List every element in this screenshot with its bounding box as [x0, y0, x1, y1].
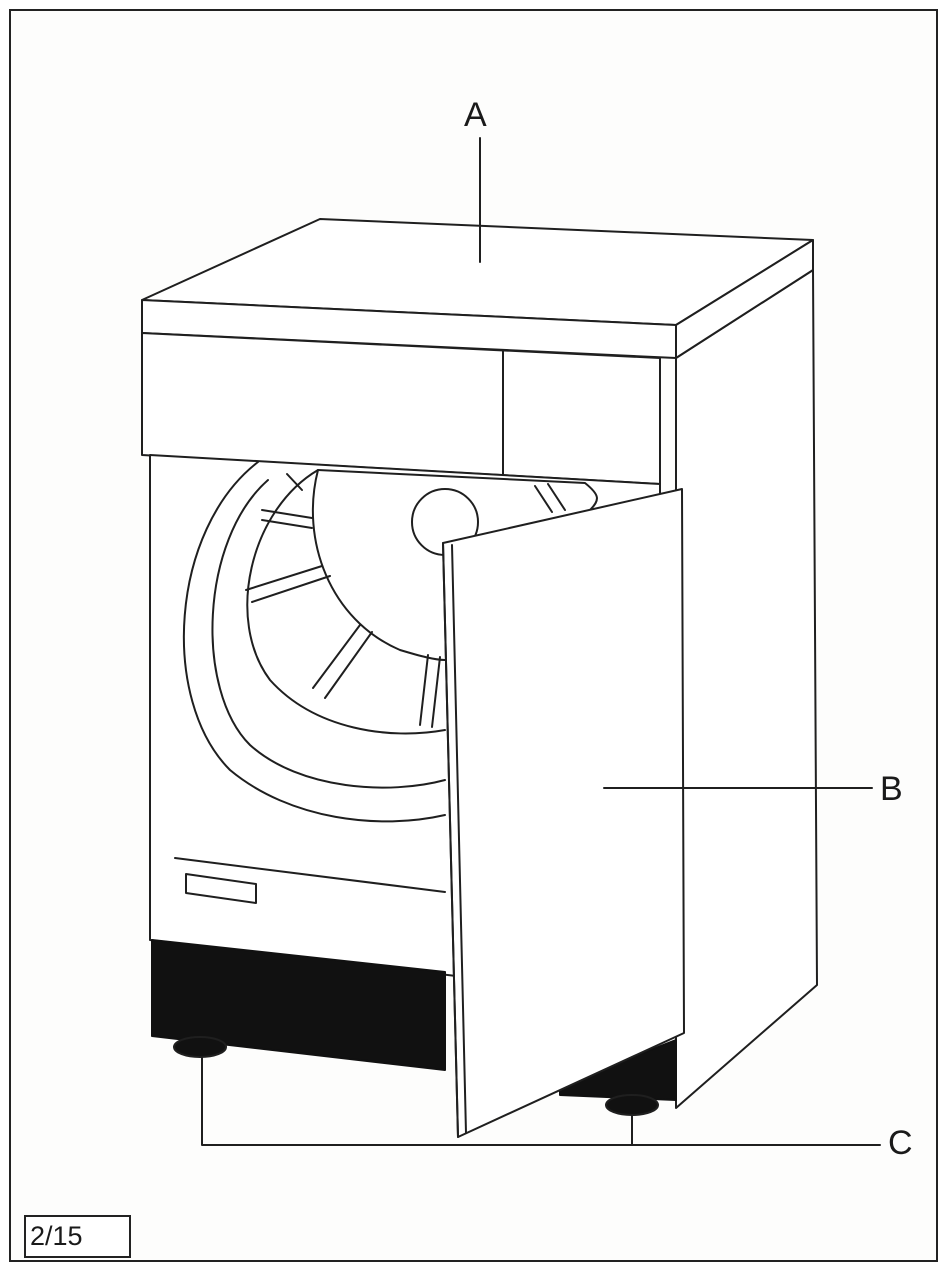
- worktop-side-edge: [675, 239, 814, 359]
- drum-back-edge: [317, 469, 598, 511]
- figure-number: 2/15: [24, 1215, 131, 1258]
- door-thickness-edge: [442, 542, 459, 1138]
- door-panel: [442, 488, 685, 1138]
- door-opening-inner: [211, 479, 446, 789]
- foot-right: [605, 1094, 659, 1116]
- leader-line-c: [201, 1056, 881, 1146]
- control-panel-slot: [185, 873, 257, 904]
- callout-label-b: B: [880, 770, 903, 808]
- control-strip-line: [174, 857, 446, 893]
- foot-left: [173, 1036, 227, 1058]
- drum-baffles: [245, 473, 566, 728]
- cabinet-side-panel: [675, 269, 818, 1109]
- callout-label-a: A: [464, 96, 487, 134]
- dryer-base: [151, 939, 446, 1071]
- callout-label-c: C: [888, 1124, 913, 1162]
- door-opening-outer: [182, 461, 446, 823]
- door-inner-edge: [451, 544, 467, 1134]
